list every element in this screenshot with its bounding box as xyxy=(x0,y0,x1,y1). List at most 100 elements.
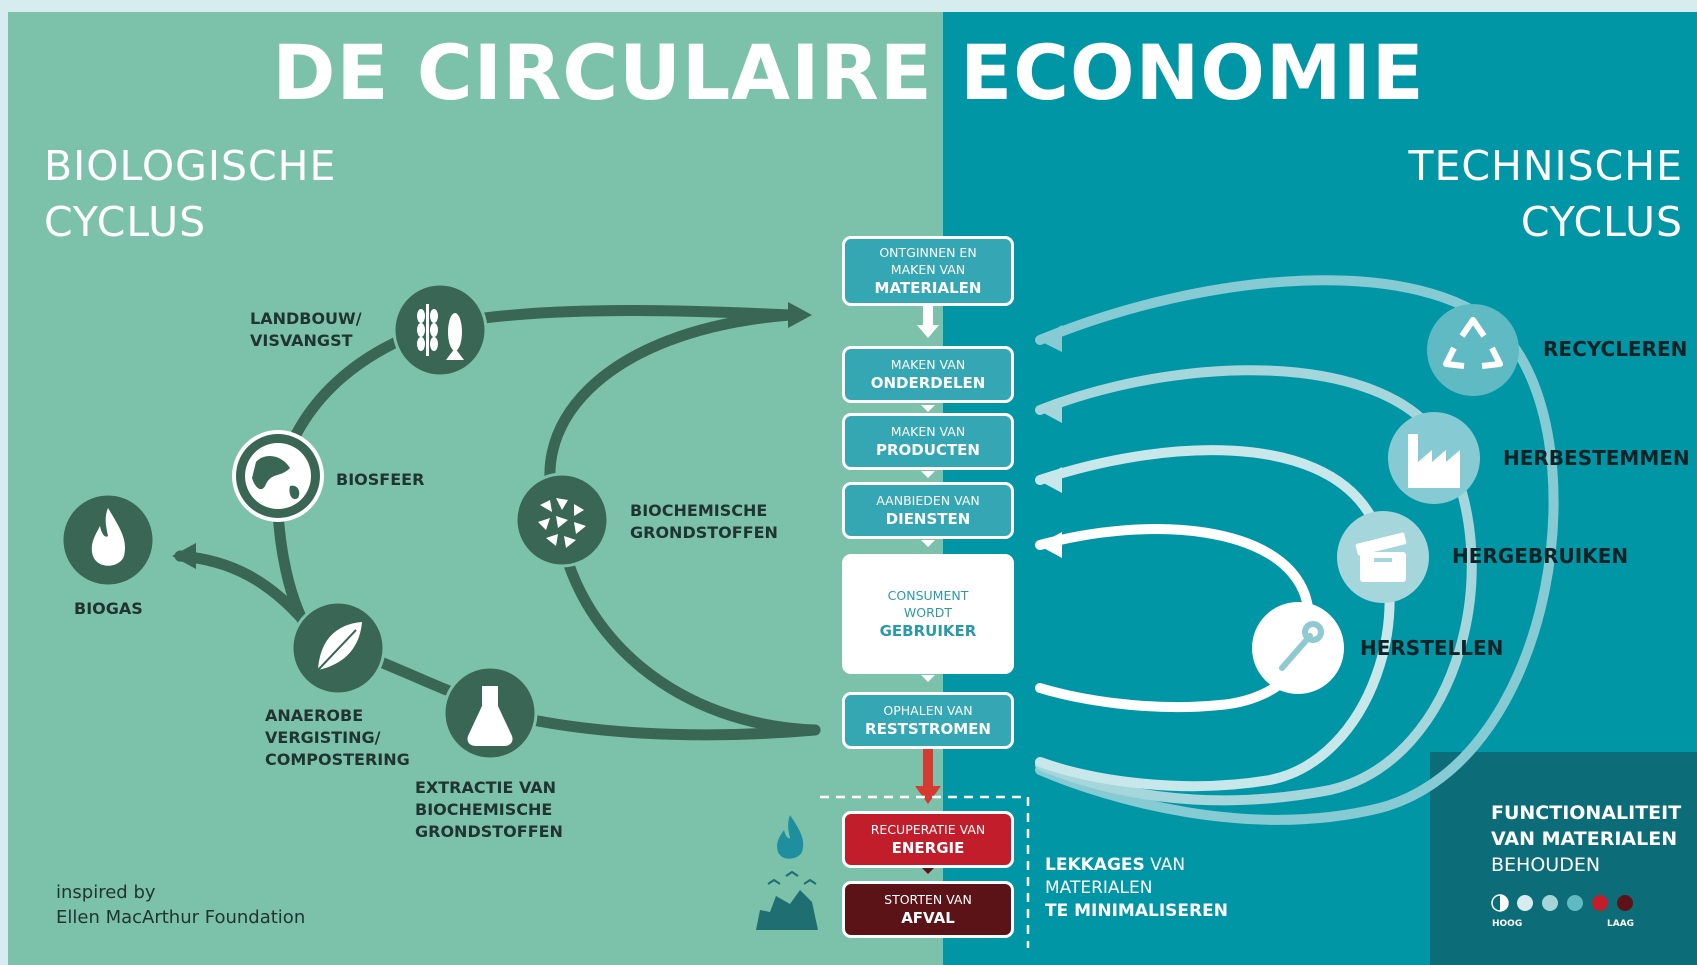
box-reststromen: OPHALEN VAN RESTSTROMEN xyxy=(842,692,1014,749)
box-text: AANBIEDEN VAN xyxy=(876,493,980,508)
box-title: ONDERDELEN xyxy=(870,374,986,392)
recycle-icon xyxy=(1443,317,1503,369)
factory-icon xyxy=(1408,434,1460,488)
herstellen-node xyxy=(1252,602,1344,694)
technical-cycle-heading: TECHNISCHE CYCLUS xyxy=(1408,138,1683,250)
loop-hergebruiken xyxy=(1035,445,1395,792)
box-title: MATERIALEN xyxy=(874,279,982,297)
legend-swatches xyxy=(1491,894,1633,912)
label-line: GRONDSTOFFEN xyxy=(630,523,778,542)
biogas-label: BIOGAS xyxy=(74,599,143,618)
recycleren-node xyxy=(1427,304,1519,396)
label-line: VISVANGST xyxy=(250,331,353,350)
biological-cycle-heading: BIOLOGISCHE CYCLUS xyxy=(44,138,336,250)
box-text: CONSUMENT xyxy=(887,588,969,603)
biogas-node xyxy=(60,492,156,588)
box-icon xyxy=(1355,532,1407,582)
biochemische-label: BIOCHEMISCHE GRONDSTOFFEN xyxy=(630,500,778,544)
heading-line: CYCLUS xyxy=(1520,198,1683,246)
biosfeer-label: BIOSFEER xyxy=(336,470,425,489)
box-text: OPHALEN VAN xyxy=(883,703,973,718)
arrowhead-materials xyxy=(788,302,812,328)
loop-recycleren xyxy=(1035,275,1559,825)
label-line: ANAEROBE xyxy=(265,706,364,725)
landfill-icon xyxy=(756,870,818,930)
extractie-node xyxy=(442,665,538,761)
credit-line: inspired by xyxy=(56,882,156,903)
herstellen-label: HERSTELLEN xyxy=(1360,636,1504,660)
granules-icon xyxy=(538,498,586,548)
leakage-rest: VAN xyxy=(1144,855,1186,875)
hergebruiken-node xyxy=(1337,511,1429,603)
label-line: GRONDSTOFFEN xyxy=(415,822,563,841)
leakage-line-1: LEKKAGES VAN xyxy=(1045,854,1228,877)
legend-panel xyxy=(1430,752,1697,965)
small-flame-icon xyxy=(777,815,804,859)
label-line: BIOCHEMISCHE xyxy=(415,800,553,819)
box-text: RECUPERATIE VAN xyxy=(870,822,986,837)
box-text: ONTGINNEN EN xyxy=(879,245,977,260)
heading-line: TECHNISCHE xyxy=(1408,142,1683,190)
box-text: MAKEN VAN xyxy=(890,262,966,277)
box-energie: RECUPERATIE VAN ENERGIE xyxy=(842,811,1014,868)
box-gebruiker: CONSUMENT WORDT GEBRUIKER xyxy=(842,554,1014,674)
label-line: BIOCHEMISCHE xyxy=(630,501,768,520)
box-materialen: ONTGINNEN EN MAKEN VAN MATERIALEN xyxy=(842,236,1014,306)
legend-line: FUNCTIONALITEIT xyxy=(1491,802,1682,824)
biochemische-node xyxy=(514,472,610,568)
legend-line: BEHOUDEN xyxy=(1491,854,1601,876)
heading-line: CYCLUS xyxy=(44,198,207,246)
box-title: PRODUCTEN xyxy=(876,441,980,459)
anaerobe-label: ANAEROBE VERGISTING/ COMPOSTERING xyxy=(265,705,410,771)
leakage-line-3: TE MINIMALISEREN xyxy=(1045,901,1228,921)
box-title: RESTSTROMEN xyxy=(865,720,991,738)
box-text: WORDT xyxy=(903,605,953,620)
wheat-fish-icon xyxy=(417,304,464,360)
box-onderdelen: MAKEN VAN ONDERDELEN xyxy=(842,346,1014,403)
herbestemmen-node xyxy=(1388,412,1480,504)
leakage-frame xyxy=(820,795,1030,948)
wrench-icon xyxy=(1279,621,1324,671)
flow-anaerobe-to-biogas xyxy=(174,550,316,634)
biological-background xyxy=(8,12,943,965)
arrowhead-recycleren xyxy=(1038,325,1062,352)
heading-line: BIOLOGISCHE xyxy=(44,142,337,190)
box-text: STORTEN VAN xyxy=(884,892,972,907)
box-afval: STORTEN VAN AFVAL xyxy=(842,881,1014,938)
credit-line: Ellen MacArthur Foundation xyxy=(56,907,306,928)
box-title: AFVAL xyxy=(901,909,955,927)
chain-connectors xyxy=(915,305,941,874)
flame-icon xyxy=(91,508,126,566)
legend-low: LAAG xyxy=(1607,919,1635,929)
hergebruiken-label: HERGEBRUIKEN xyxy=(1452,544,1629,568)
legend-title: FUNCTIONALITEIT VAN MATERIALEN BEHOUDEN xyxy=(1491,800,1681,878)
box-title: DIENSTEN xyxy=(885,510,971,528)
leakage-line-2: MATERIALEN xyxy=(1045,878,1153,898)
box-text: MAKEN VAN xyxy=(890,424,966,439)
label-line: VERGISTING/ xyxy=(265,728,381,747)
arrowhead-hergebruiken xyxy=(1038,467,1062,493)
legend-line: VAN MATERIALEN xyxy=(1491,828,1678,850)
extractie-label: EXTRACTIE VAN BIOCHEMISCHE GRONDSTOFFEN xyxy=(415,777,563,843)
landbouw-label: LANDBOUW/ VISVANGST xyxy=(250,308,362,352)
box-text: MAKEN VAN xyxy=(890,357,966,372)
label-line: COMPOSTERING xyxy=(265,750,410,769)
landbouw-node xyxy=(392,282,488,378)
box-diensten: AANBIEDEN VAN DIENSTEN xyxy=(842,482,1014,539)
biosfeer-node xyxy=(232,430,324,522)
legend-high: HOOG xyxy=(1492,919,1523,929)
box-producten: MAKEN VAN PRODUCTEN xyxy=(842,413,1014,470)
label-line: EXTRACTIE VAN xyxy=(415,778,557,797)
arrowhead-herstellen xyxy=(1038,532,1062,558)
flask-icon xyxy=(467,686,513,746)
box-title: GEBRUIKER xyxy=(879,622,977,640)
label-line: LANDBOUW/ xyxy=(250,309,362,328)
arrowhead-biogas xyxy=(172,543,196,569)
page-title: DE CIRCULAIRE ECONOMIE xyxy=(272,28,1425,117)
leakage-label: LEKKAGES VAN MATERIALEN TE MINIMALISEREN xyxy=(1045,854,1228,923)
box-title: ENERGIE xyxy=(891,839,965,857)
leakage-bold: LEKKAGES xyxy=(1045,855,1145,875)
anaerobe-node xyxy=(290,600,386,696)
